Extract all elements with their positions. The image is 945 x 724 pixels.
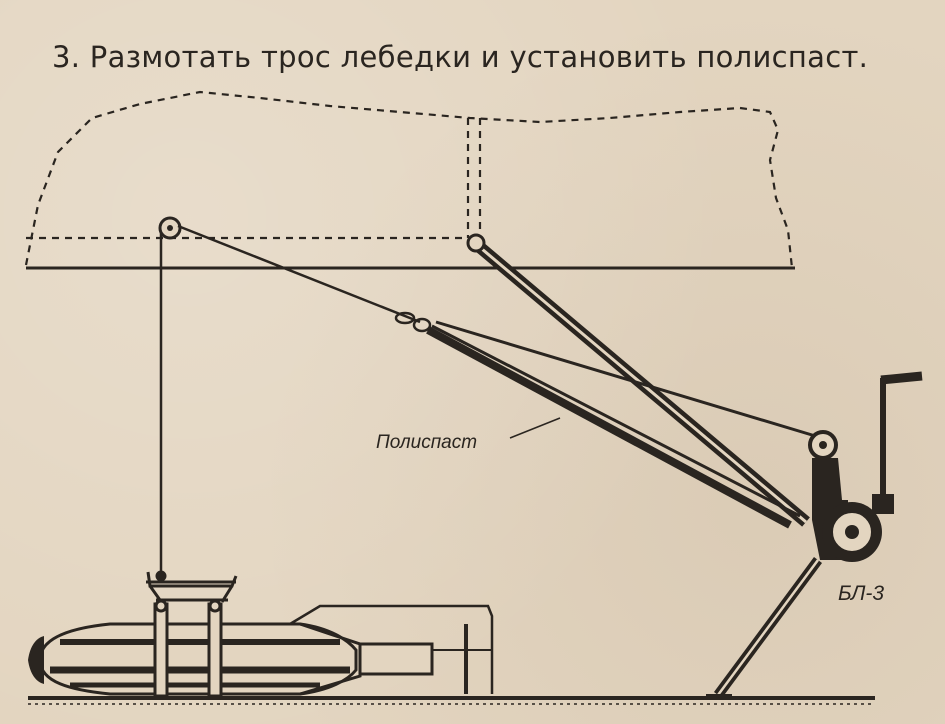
cable-hook: [394, 311, 432, 333]
pulley-block-cables: [426, 320, 823, 529]
load-body: [28, 604, 494, 696]
instruction-caption: 3. Размотать трос лебедки и установить п…: [52, 40, 869, 74]
pulley-block-leader: [509, 417, 561, 439]
main-cable: [177, 224, 421, 324]
lifting-cradle: [146, 570, 238, 603]
ground-line: [28, 696, 875, 705]
lifting-posts: [153, 599, 223, 698]
upper-pulley: [158, 216, 182, 240]
pulley-block-label: Полиспаст: [376, 432, 477, 453]
winch-assembly: [706, 371, 923, 698]
aircraft-wing-outline: [24, 90, 794, 269]
winch-model-label: БЛ-3: [838, 582, 884, 605]
